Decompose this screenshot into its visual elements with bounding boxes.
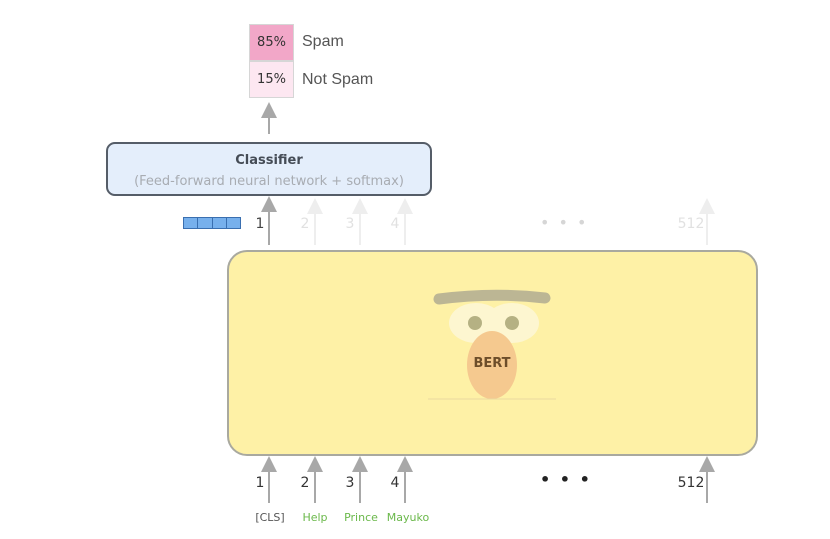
input-ellipsis: • • •	[540, 470, 592, 489]
spam-probability-value: 85%	[257, 35, 286, 50]
output-ellipsis: • • •	[540, 213, 589, 232]
bert-nose	[467, 331, 517, 399]
vector-cell	[184, 218, 199, 228]
spam-probability-box: 85%	[249, 24, 294, 61]
input-position-4: 4	[390, 475, 400, 491]
vector-cell	[198, 218, 213, 228]
bert-pupil-right	[505, 316, 519, 330]
output-position-2: 2	[300, 216, 310, 232]
output-position-512: 512	[677, 216, 705, 232]
token-mayuko: Mayuko	[386, 511, 430, 524]
input-position-1: 1	[255, 475, 265, 491]
output-position-4: 4	[390, 216, 400, 232]
not-spam-probability-box: 15%	[249, 61, 294, 98]
classifier-box: Classifier (Feed-forward neural network …	[106, 142, 432, 196]
bert-label: BERT	[473, 356, 511, 371]
bert-pupil-left	[468, 316, 482, 330]
cls-embedding-vector	[183, 217, 241, 229]
bert-unibrow	[433, 289, 551, 305]
output-position-3: 3	[345, 216, 355, 232]
input-position-3: 3	[345, 475, 355, 491]
input-position-2: 2	[300, 475, 310, 491]
classifier-title: Classifier	[235, 153, 303, 168]
token-help: Help	[302, 511, 328, 524]
not-spam-probability-value: 15%	[257, 72, 286, 87]
vector-cell	[226, 218, 240, 228]
output-position-1: 1	[255, 216, 265, 232]
token-prince: Prince	[344, 511, 378, 524]
vector-cell	[212, 218, 227, 228]
spam-label: Spam	[302, 33, 344, 50]
input-position-512: 512	[677, 475, 705, 491]
classifier-subtitle: (Feed-forward neural network + softmax)	[134, 174, 404, 189]
bert-character-icon	[428, 289, 556, 400]
not-spam-label: Not Spam	[302, 71, 374, 88]
token-cls: [CLS]	[255, 511, 285, 524]
